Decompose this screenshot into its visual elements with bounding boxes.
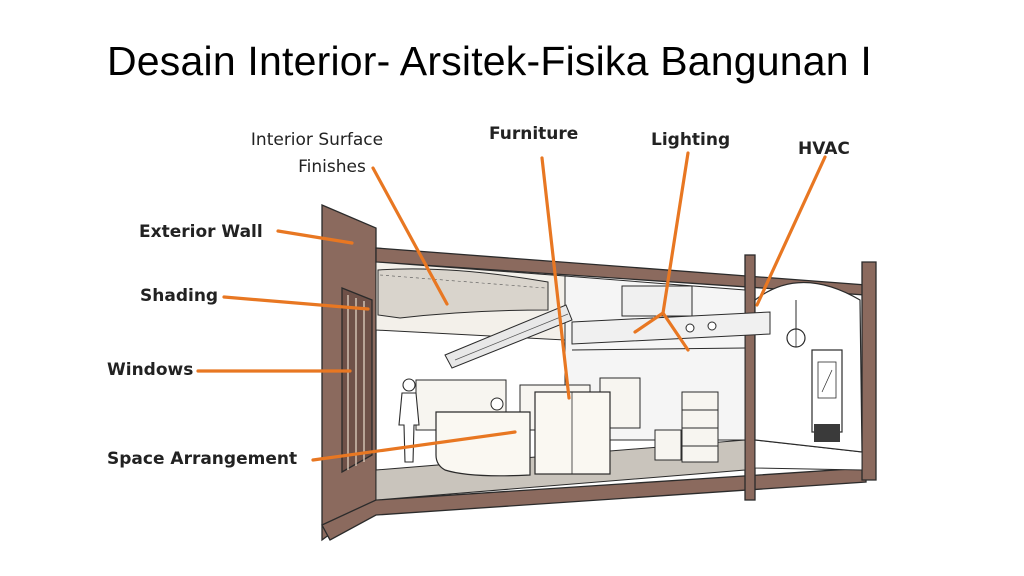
label-windows: Windows (107, 360, 194, 380)
slide-title-text: Desain Interior- Arsitek-Fisika Bangunan… (107, 38, 872, 84)
label-exterior-wall: Exterior Wall (139, 222, 263, 242)
leader-lines (196, 151, 827, 462)
end-wall (861, 261, 877, 481)
light-fixture (444, 304, 573, 369)
label-interior-surface-line2: Finishes (298, 157, 366, 177)
leader-lighting-b (633, 311, 665, 334)
leader-exterior-wall (276, 229, 354, 245)
leader-interior-surface (371, 166, 449, 306)
leader-lighting-c (661, 311, 690, 352)
label-space-arrangement: Space Arrangement (107, 449, 298, 469)
hvac-duct-box (621, 285, 693, 317)
leader-lighting-a (661, 151, 690, 315)
partition-wall (744, 254, 756, 501)
label-interior-surface-line1: Interior Surface (250, 130, 384, 150)
seated-person-head (490, 397, 504, 411)
label-shading: Shading (140, 286, 219, 306)
leader-space-arrangement (311, 430, 517, 462)
hvac-ducts (571, 285, 771, 351)
label-interior-surface-finishes: Interior Surface Finishes (238, 127, 396, 181)
window-recess (341, 287, 373, 474)
reception-desk (435, 411, 531, 477)
label-hvac: HVAC (798, 139, 850, 159)
standing-person (398, 378, 420, 463)
floor-vent (814, 424, 840, 442)
hvac-main-duct (571, 311, 771, 345)
leader-shading (222, 295, 370, 311)
vaulted-room (754, 282, 863, 453)
window-mullions (347, 295, 365, 470)
leader-furniture (540, 156, 571, 400)
leader-hvac (755, 155, 827, 307)
door (811, 349, 843, 433)
label-furniture: Furniture (489, 124, 579, 144)
label-lighting: Lighting (651, 130, 731, 150)
tall-cabinet (534, 391, 611, 475)
